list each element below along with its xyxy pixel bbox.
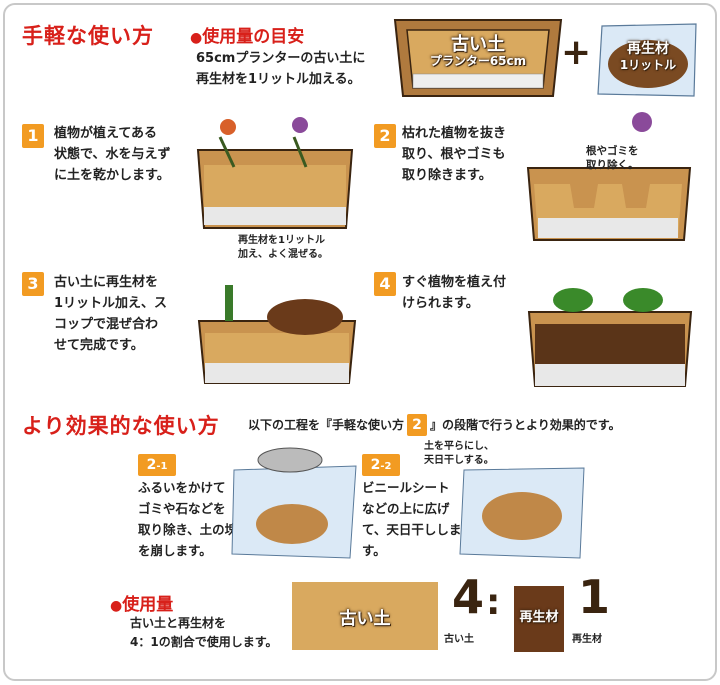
substep-2-1-text: ふるいをかけて ゴミや石などを 取り除き、土の塊 を崩します。: [138, 480, 238, 558]
step1-planter-illustration: [196, 117, 354, 229]
bullet-icon: ●: [110, 598, 123, 614]
step2-text: 枯れた植物を抜き 取り、根やゴミも 取り除きます。: [402, 126, 507, 183]
step4-number: 4: [374, 272, 396, 296]
plus-sign: +: [561, 32, 592, 73]
usage-heading: ●使用量の目安: [190, 27, 305, 47]
ratio-description: 古い土と再生材を 4：1の割合で使用します。: [130, 616, 278, 649]
substep-2-1-number: 2-1: [138, 454, 176, 476]
step3-number: 3: [22, 272, 44, 296]
old-soil-caption: 古い土: [444, 634, 474, 645]
bag-label: 再生材: [627, 41, 669, 57]
ratio-heading: ●使用量: [110, 595, 174, 615]
bag-illustration: [597, 23, 697, 97]
new-material-ratio-value: 1: [578, 570, 611, 624]
step4-planter-illustration: [527, 288, 693, 387]
new-material-swatch: [514, 586, 564, 652]
substep-2-2-callout: 土を平らにし、 天日干しする。: [424, 441, 494, 466]
step2-callout: 根やゴミを 取り除く。: [586, 145, 639, 171]
step1-number: 1: [22, 124, 44, 148]
step1-text: 植物が植えてある 状態で、水を与えず に土を乾かします。: [54, 126, 171, 183]
section2-title: より効果的な使い方: [22, 414, 220, 438]
new-material-label: 再生材: [519, 610, 559, 625]
step2-planter-illustration: [526, 112, 692, 241]
bag-sub-label: 1リットル: [619, 58, 677, 72]
planter-label: 古い土: [451, 34, 505, 55]
sheet-illustration: [459, 467, 585, 559]
new-material-caption: 再生材: [572, 634, 602, 645]
section1-title: 手軽な使い方: [22, 24, 154, 48]
planter-sub-label: プランター65cm: [429, 54, 527, 68]
old-soil-label: 古い土: [339, 609, 391, 629]
old-soil-ratio-value: 4: [452, 570, 485, 624]
substep-2-2-text: ビニールシート などの上に広げ て、天日干ししま す。: [362, 480, 462, 558]
step3-callout: 再生材を1リットル 加え、よく混ぜる。: [238, 235, 328, 260]
step2-number: 2: [374, 124, 396, 148]
step3-text: 古い土に再生材を 1リットル加え、ス コップで混ぜ合わ せて完成です。: [54, 275, 168, 353]
ratio-colon: :: [486, 582, 501, 623]
step4-text: すぐ植物を植え付 けられます。: [402, 275, 507, 311]
bullet-icon: ●: [190, 30, 203, 46]
usage-description: 65cmプランターの古い土に 再生材を1リットル加える。: [196, 51, 366, 87]
substep-2-2-number: 2-2: [362, 454, 400, 476]
planter-illustration: [393, 19, 563, 97]
sieve-illustration: [231, 447, 357, 559]
old-soil-swatch: [292, 582, 438, 650]
step3-planter-illustration: [197, 285, 357, 384]
